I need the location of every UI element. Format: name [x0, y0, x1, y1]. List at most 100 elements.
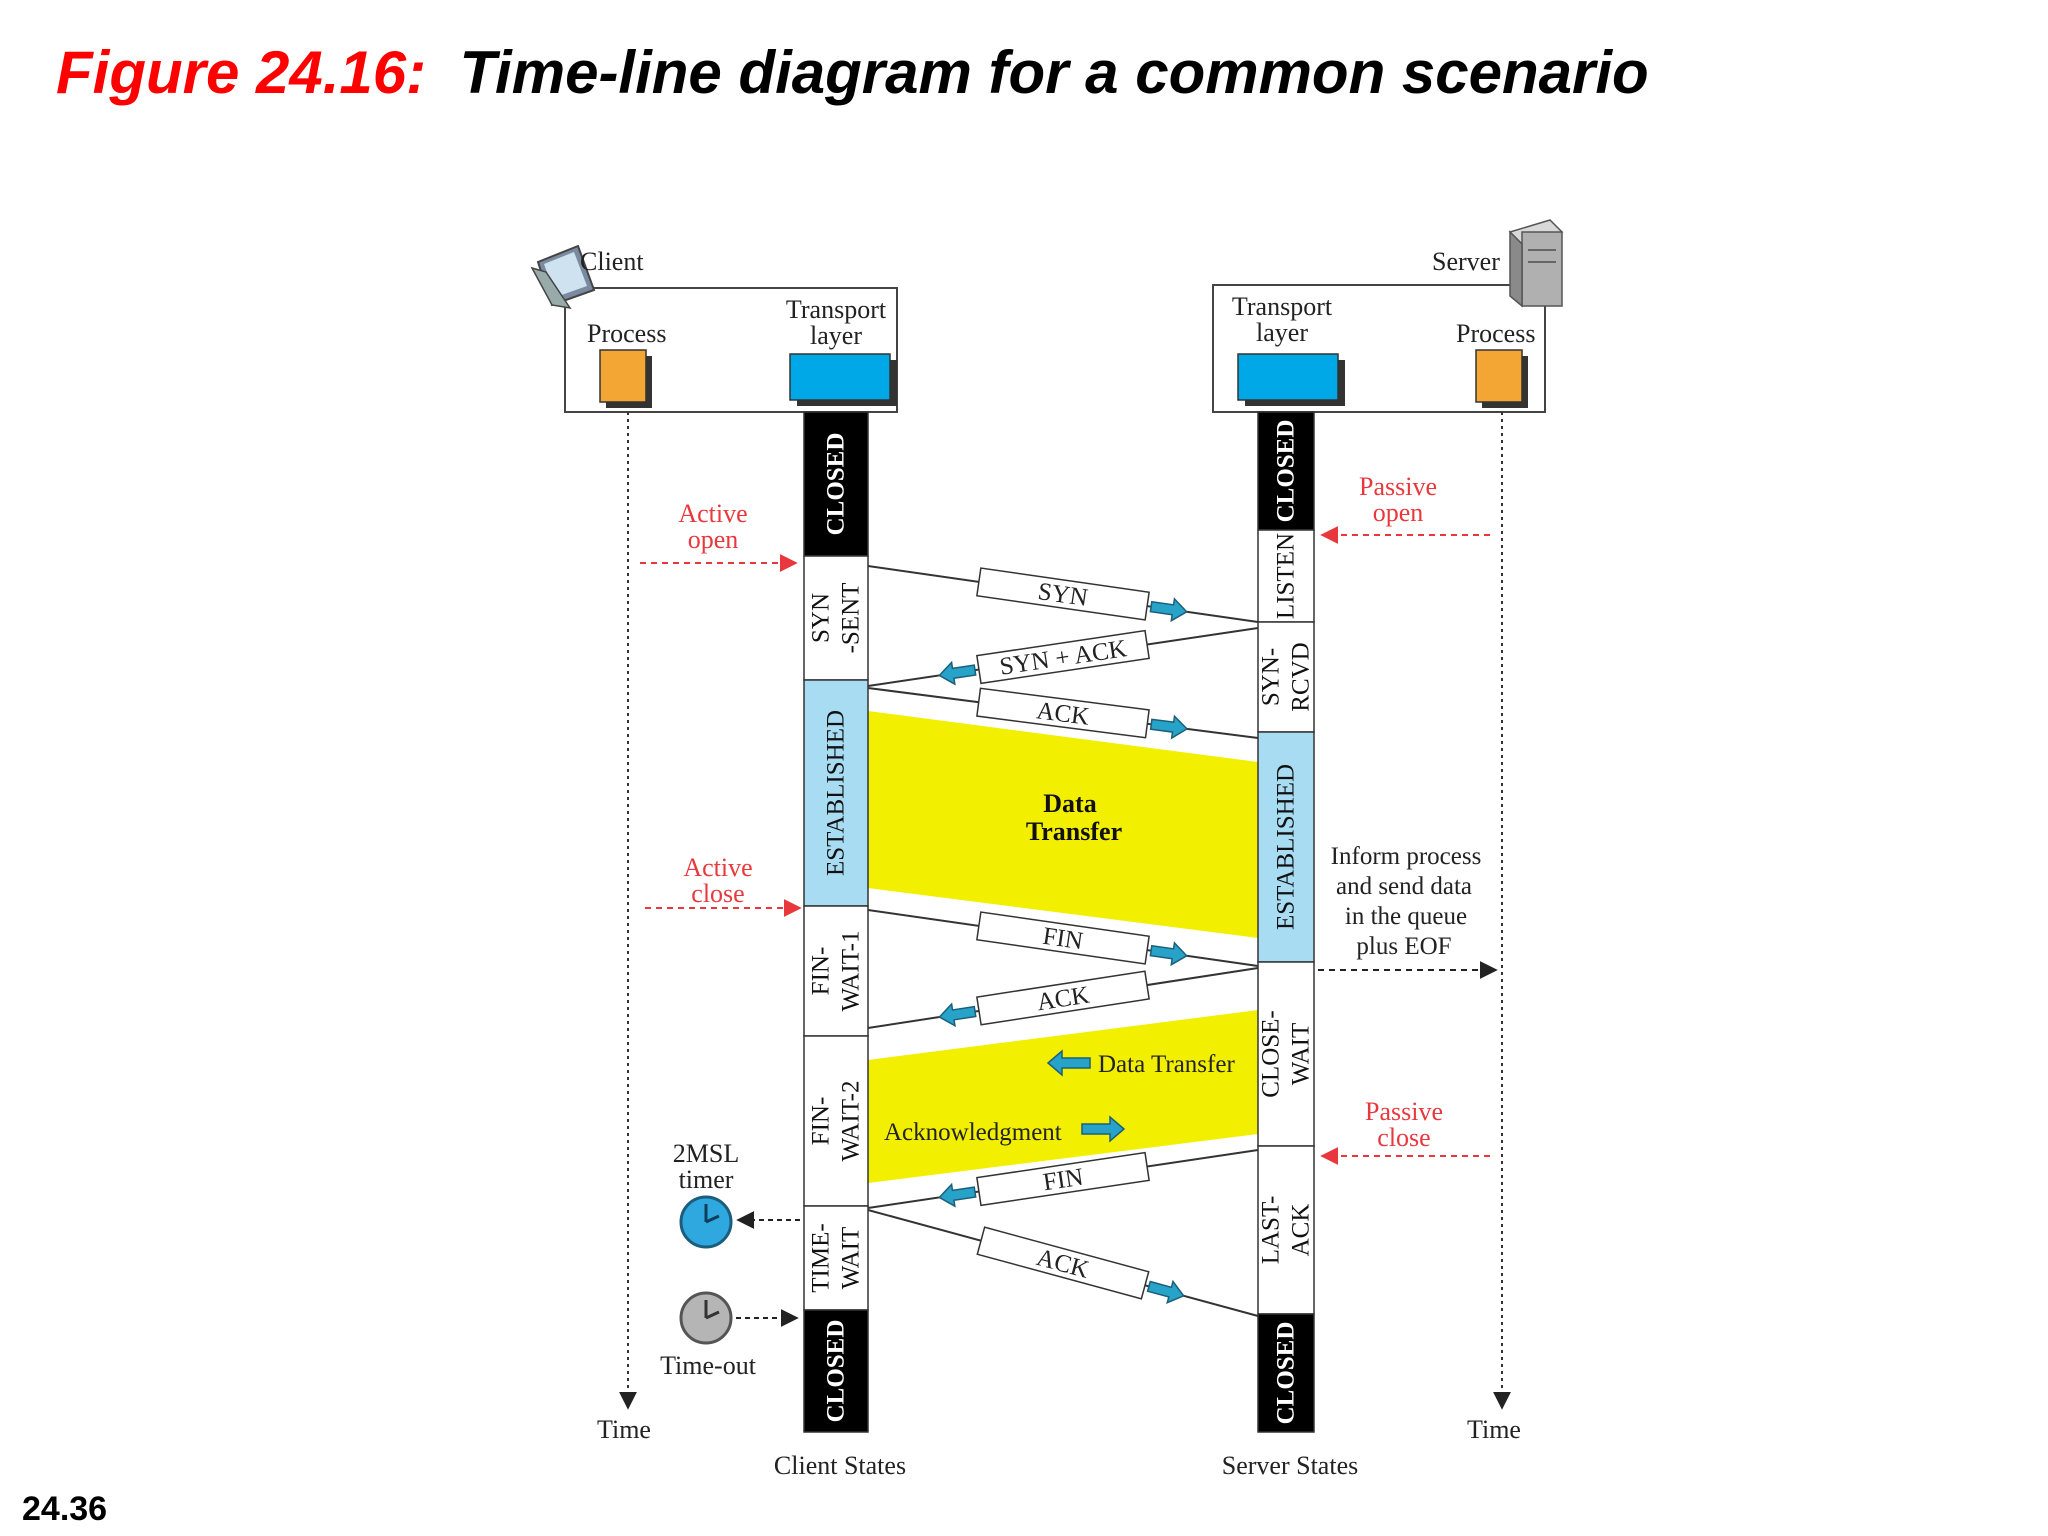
- segment-label-2: ACK: [976, 687, 1189, 740]
- left-arrow-icon: [938, 660, 977, 686]
- segment-text-0: SYN: [1036, 578, 1089, 612]
- server-state-closed-0: [1257, 411, 1315, 531]
- server-transport-label-1: Transport: [1232, 292, 1333, 321]
- page-title: Figure 24.16: Time-line diagram for a co…: [56, 38, 1649, 107]
- client-state-column: CLOSEDSYN-SENTESTABLISHEDFIN-WAIT-1FIN-W…: [803, 411, 869, 1433]
- data-transfer-label-2: Transfer: [1026, 817, 1122, 846]
- client-state-fin-wait-2-4: [803, 1035, 869, 1207]
- server-state-last-ack-5: [1257, 1145, 1315, 1315]
- client-state-time-wait-5: [803, 1205, 869, 1311]
- client-state-established-2: [803, 679, 869, 907]
- client-time-label: Time: [597, 1415, 651, 1444]
- server-state-label-5-0: LAST-: [1258, 1196, 1285, 1265]
- client-state-label-6-0: CLOSED: [823, 1320, 850, 1423]
- segment-label-0: SYN: [976, 567, 1188, 623]
- segment-label-4: ACK: [938, 970, 1150, 1028]
- client-state-label-3-0: FIN-: [808, 947, 835, 996]
- segment-box-2: [976, 687, 1150, 739]
- client-process-box: [599, 349, 647, 403]
- right-arrow-icon: [1081, 1115, 1126, 1143]
- timer-label-1: 2MSL: [673, 1139, 739, 1168]
- data-transfer-label-1: Data: [1043, 789, 1096, 818]
- server-state-syn-rcvd-2: [1257, 621, 1315, 733]
- timeout-clock-icon: [679, 1291, 733, 1345]
- page-number: 24.36: [22, 1490, 108, 1528]
- figure-title-text: Time-line diagram for a common scenario: [459, 39, 1649, 106]
- server-states-label: Server States: [1222, 1451, 1358, 1480]
- active-open-label-1: Active: [678, 499, 747, 528]
- server-state-label-4-0: CLOSE-: [1258, 1010, 1285, 1098]
- client-state-fin-wait-1-3: [803, 905, 869, 1037]
- inform-process-line-2: and send data: [1336, 873, 1472, 900]
- client-state-label-1-0: SYN: [808, 593, 835, 643]
- client-state-label-0-0: CLOSED: [823, 433, 850, 536]
- client-state-syn-sent-1: [803, 555, 869, 681]
- segment-text-1: SYN + ACK: [998, 635, 1129, 681]
- server-time-label: Time: [1467, 1415, 1521, 1444]
- acknowledgment-label: Acknowledgment: [884, 1119, 1062, 1146]
- segment-label-1: SYN + ACK: [938, 629, 1150, 686]
- inform-process-line-1: Inform process: [1331, 843, 1482, 870]
- client-transport-label-1: Transport: [786, 295, 887, 324]
- figure-label: Figure 24.16:: [56, 39, 427, 106]
- timer-clock-icon: [679, 1195, 733, 1249]
- server-process-box: [1475, 349, 1523, 403]
- client-transport-label-2: layer: [810, 321, 862, 350]
- server-state-label-2-1: RCVD: [1288, 642, 1315, 711]
- laptop-icon: [530, 244, 596, 310]
- segment-label-5: FIN: [938, 1151, 1150, 1208]
- server-tower-icon: [1508, 219, 1564, 308]
- segment-lines: SYN SYN + ACK ACK FIN ACK FIN ACK: [867, 565, 1259, 1317]
- segment-text-5: FIN: [1041, 1164, 1085, 1197]
- server-state-label-3-0: ESTABLISHED: [1273, 764, 1300, 930]
- server-state-close-wait-4: [1257, 961, 1315, 1147]
- server-state-label-6-0: CLOSED: [1273, 1322, 1300, 1425]
- server-label: Server: [1432, 247, 1500, 276]
- server-state-listen-1: [1257, 529, 1315, 623]
- segment-box-3: [976, 911, 1150, 965]
- timer-label-2: timer: [679, 1165, 734, 1194]
- passive-close-label-2: close: [1377, 1123, 1430, 1152]
- server-state-label-1-0: LISTEN: [1273, 533, 1300, 619]
- client-process-label: Process: [587, 319, 666, 348]
- passive-open-label-2: open: [1373, 498, 1424, 527]
- server-transport-box: [1237, 353, 1339, 401]
- client-state-label-4-1: WAIT-2: [838, 1080, 865, 1161]
- server-state-closed-6: [1257, 1313, 1315, 1433]
- segment-box-0: [976, 567, 1150, 621]
- segment-box-5: [976, 1151, 1150, 1207]
- left-arrow-icon: [938, 1182, 977, 1208]
- segment-label-3: FIN: [976, 911, 1188, 967]
- right-arrow-icon: [1149, 941, 1188, 967]
- active-close-label-1: Active: [683, 853, 752, 882]
- right-arrow-icon: [1146, 1279, 1185, 1305]
- client-state-label-1-1: -SENT: [838, 583, 865, 654]
- client-state-label-4-0: FIN-: [808, 1097, 835, 1146]
- right-arrow-icon: [1149, 597, 1188, 623]
- timeout-label: Time-out: [660, 1351, 757, 1380]
- client-state-label-5-1: WAIT: [838, 1227, 865, 1289]
- half-close-data-region: [868, 1010, 1258, 1183]
- client-transport-box: [789, 353, 891, 401]
- passive-close-label-1: Passive: [1365, 1097, 1443, 1126]
- segment-box-1: [976, 629, 1150, 685]
- passive-open-label-1: Passive: [1359, 472, 1437, 501]
- inform-process-line-4: plus EOF: [1356, 933, 1451, 960]
- active-open-label-2: open: [688, 525, 739, 554]
- right-arrow-icon: [1149, 714, 1189, 740]
- segment-text-3: FIN: [1041, 923, 1085, 955]
- client-state-closed-6: [803, 1309, 869, 1433]
- segment-box-6: [976, 1226, 1150, 1300]
- client-states-label: Client States: [774, 1451, 906, 1480]
- half-data-transfer-label: Data Transfer: [1098, 1051, 1235, 1078]
- client-state-label-2-0: ESTABLISHED: [823, 710, 850, 876]
- server-process-label: Process: [1456, 319, 1535, 348]
- client-state-closed-0: [803, 411, 869, 557]
- server-state-column: CLOSED LISTEN SYN-RCVD ESTABLISHED CLOSE-WAI…: [1257, 411, 1315, 1433]
- segment-label-6: ACK: [976, 1226, 1185, 1305]
- server-transport-label-2: layer: [1256, 318, 1308, 347]
- server-state-label-2-0: SYN-: [1258, 648, 1285, 706]
- server-state-label-4-1: WAIT: [1288, 1023, 1315, 1085]
- segment-text-2: ACK: [1035, 697, 1091, 730]
